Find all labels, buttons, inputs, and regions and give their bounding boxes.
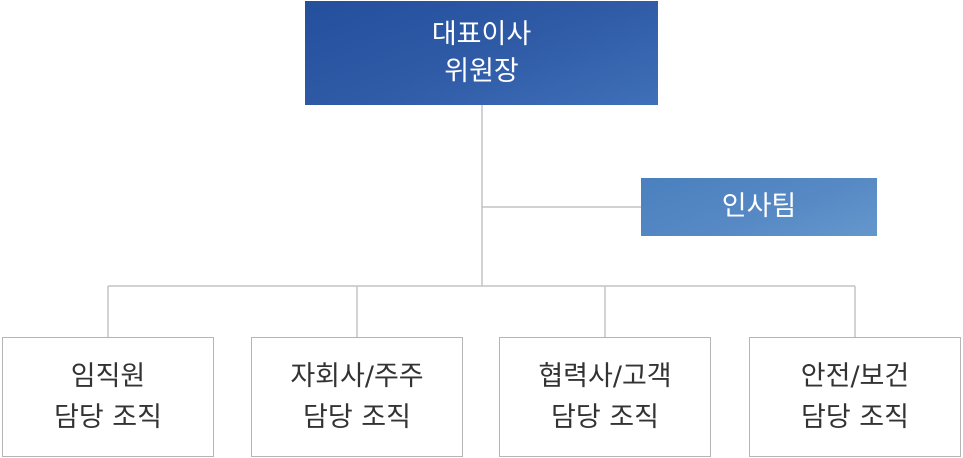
ceo-subtitle: 위원장 [444, 56, 519, 87]
dept-subtitle: 담당 조직 [54, 402, 162, 433]
dept-title: 안전/보건 [800, 361, 910, 392]
dept-box-partners: 협력사/고객 담당 조직 [499, 337, 711, 457]
dept-box-subsidiaries: 자회사/주주 담당 조직 [251, 337, 463, 457]
dept-title: 임직원 [70, 361, 146, 392]
hr-team-box: 인사팀 [641, 178, 877, 236]
dept-title: 자회사/주주 [290, 361, 424, 392]
ceo-box: 대표이사 위원장 [305, 1, 658, 105]
hr-team-label: 인사팀 [721, 191, 797, 222]
dept-subtitle: 담당 조직 [801, 402, 909, 433]
dept-subtitle: 담당 조직 [551, 402, 659, 433]
ceo-title: 대표이사 [431, 19, 532, 50]
dept-box-safety: 안전/보건 담당 조직 [749, 337, 961, 457]
dept-title: 협력사/고객 [538, 361, 672, 392]
dept-box-employees: 임직원 담당 조직 [2, 337, 214, 457]
dept-subtitle: 담당 조직 [303, 402, 411, 433]
